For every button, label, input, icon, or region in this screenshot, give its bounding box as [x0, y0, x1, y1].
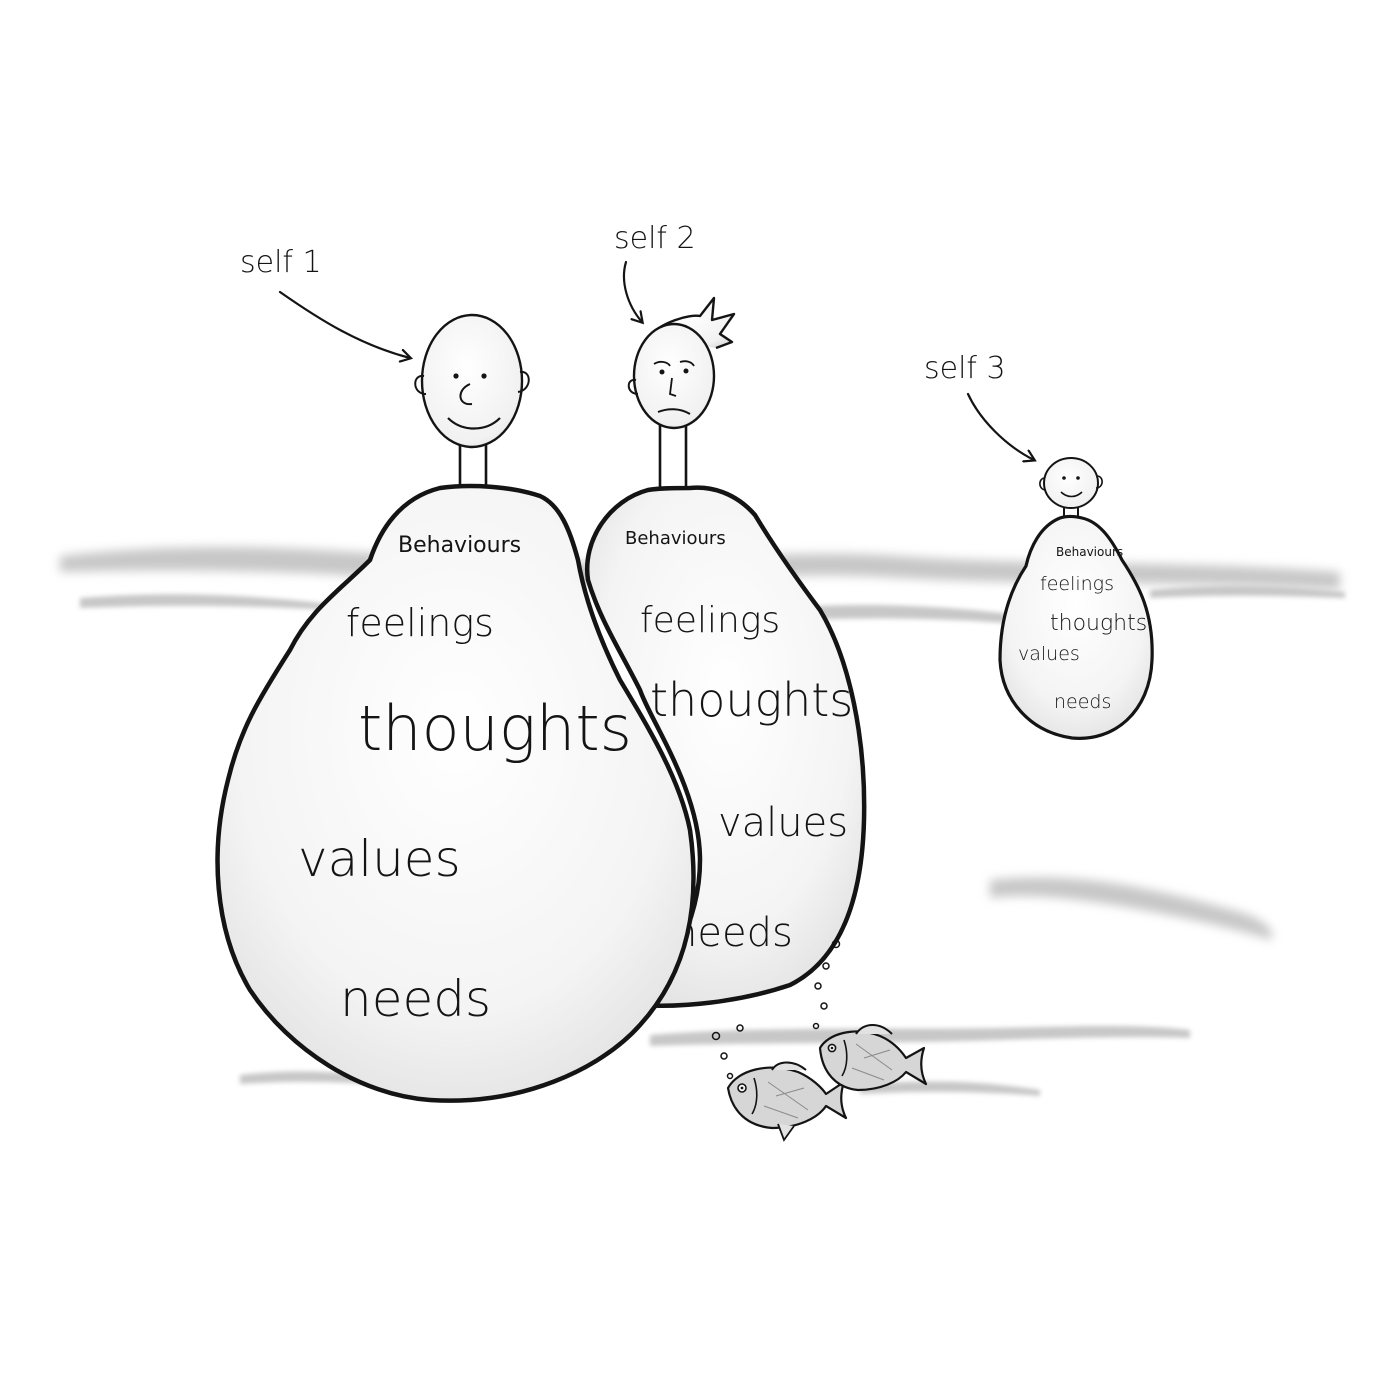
eye-icon [1076, 476, 1080, 480]
ear-icon [1095, 475, 1103, 489]
water-stroke [860, 1081, 1040, 1096]
self-1-values: values [298, 830, 461, 888]
bubble-icon [814, 982, 822, 990]
water-stroke [760, 604, 1040, 626]
mouth-icon [447, 417, 501, 430]
mouth-icon [657, 408, 691, 415]
self-1-thoughts: thoughts [358, 692, 632, 765]
self-3-needs: needs [1054, 691, 1111, 713]
self-2-values: values [718, 800, 848, 846]
self-3-arrow [966, 392, 1034, 460]
water-stroke [1150, 585, 1345, 598]
self-3-behaviours: Behaviours [1056, 545, 1123, 559]
self-2-behaviours: Behaviours [625, 528, 726, 549]
bubble-icon [822, 962, 830, 970]
eye-icon [1062, 476, 1066, 480]
self-3-values: values [1018, 643, 1080, 665]
eye-icon [481, 373, 487, 379]
nose-icon [459, 383, 473, 406]
bubbles [711, 939, 841, 1080]
self-3-feelings: feelings [1040, 573, 1114, 595]
self-1-caption: self 1 [240, 245, 322, 280]
self-2-head [627, 296, 736, 430]
self-2-body [584, 485, 867, 1008]
bubble-icon [831, 939, 841, 949]
water-stroke [80, 594, 330, 610]
eye-icon [453, 373, 459, 379]
self-2-face [632, 322, 716, 430]
ear-icon [1039, 477, 1047, 491]
mouth-icon [1060, 491, 1083, 498]
bubble-icon [820, 1002, 828, 1010]
ear-icon [627, 378, 639, 395]
brow-icon [653, 360, 695, 367]
captions: self 1 self 2 self 3 [240, 221, 1034, 460]
self-1-head [414, 313, 530, 449]
self-3-face [1043, 457, 1099, 509]
self-3-thoughts: thoughts [1050, 611, 1147, 636]
water-stroke [990, 877, 1273, 940]
bubble-icon [720, 1052, 728, 1060]
bubble-icon [726, 1072, 734, 1080]
self-3-body [998, 514, 1154, 740]
fish-icon [726, 1061, 848, 1142]
self-2-feelings: feelings [640, 600, 780, 641]
ear-icon [517, 370, 530, 393]
bubble-icon [736, 1024, 744, 1032]
water-stroke [650, 1026, 1190, 1046]
self-1-feelings: feelings [346, 601, 494, 645]
bubble-icon [711, 1031, 721, 1041]
self-2-neck [658, 416, 688, 490]
nose-icon [669, 377, 677, 397]
self-1-arrow [278, 290, 410, 358]
self-2-arrow [622, 260, 642, 322]
eye-icon [683, 368, 689, 374]
self-1-body [215, 483, 696, 1103]
self-2-caption: self 2 [614, 221, 696, 256]
self-1-neck [458, 442, 488, 492]
self-1-figure: Behaviours feelings thoughts values need… [215, 313, 696, 1103]
self-2-thoughts: thoughts [650, 673, 853, 727]
self-3-caption: self 3 [924, 351, 1006, 386]
self-3-head [1039, 457, 1103, 509]
self-1-behaviours: Behaviours [398, 533, 521, 558]
ear-icon [414, 374, 427, 395]
eye-icon [659, 369, 665, 375]
self-1-face [420, 313, 524, 449]
self-1-needs: needs [340, 970, 491, 1028]
self-3-figure: Behaviours feelings thoughts values need… [998, 457, 1154, 740]
bubble-icon [812, 1022, 820, 1030]
fish-icon [818, 1024, 928, 1092]
